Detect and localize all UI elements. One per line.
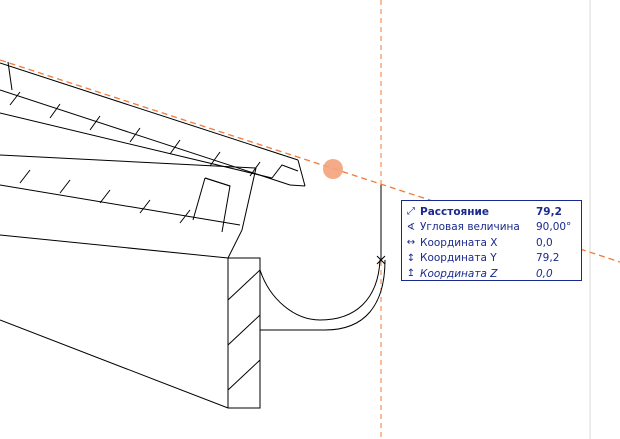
tracker-row-distance: ⤢ Расстояние 79,2	[402, 204, 581, 220]
angle-icon: ∢	[406, 221, 416, 233]
coord-z-icon: ↥	[406, 268, 416, 280]
tracker-row-y: ↕ Координата Y 79,2	[402, 251, 581, 267]
coord-y-icon: ↕	[406, 252, 416, 264]
tracker-label: Расстояние	[420, 205, 490, 218]
tracker-row-angle: ∢ Угловая величина 90,00°	[402, 220, 581, 236]
cursor-crosshair-icon	[376, 255, 386, 265]
tracker-value[interactable]: 0,0	[536, 236, 553, 249]
tracker-label: Координата Y	[420, 252, 497, 265]
tracker-row-z: ↥ Координата Z 0,0	[402, 266, 581, 282]
roof-section-drawing	[0, 61, 386, 409]
tracker-value[interactable]: 90,00°	[536, 221, 572, 234]
coord-x-icon: ↔	[406, 237, 416, 249]
tracker-value[interactable]: 79,2	[536, 252, 560, 265]
tracker-label: Угловая величина	[420, 221, 520, 234]
tracker-label: Координата Z	[420, 267, 498, 280]
tracker-row-x: ↔ Координата X 0,0	[402, 235, 581, 251]
tracker-label: Координата X	[420, 236, 498, 249]
tracker-value[interactable]: 79,2	[536, 205, 562, 218]
coordinate-tracker-panel: ⤢ Расстояние 79,2 ∢ Угловая величина 90,…	[401, 200, 582, 281]
tracker-value[interactable]: 0,0	[536, 267, 553, 280]
snap-point-marker[interactable]	[323, 159, 343, 179]
distance-icon: ⤢	[407, 206, 415, 218]
